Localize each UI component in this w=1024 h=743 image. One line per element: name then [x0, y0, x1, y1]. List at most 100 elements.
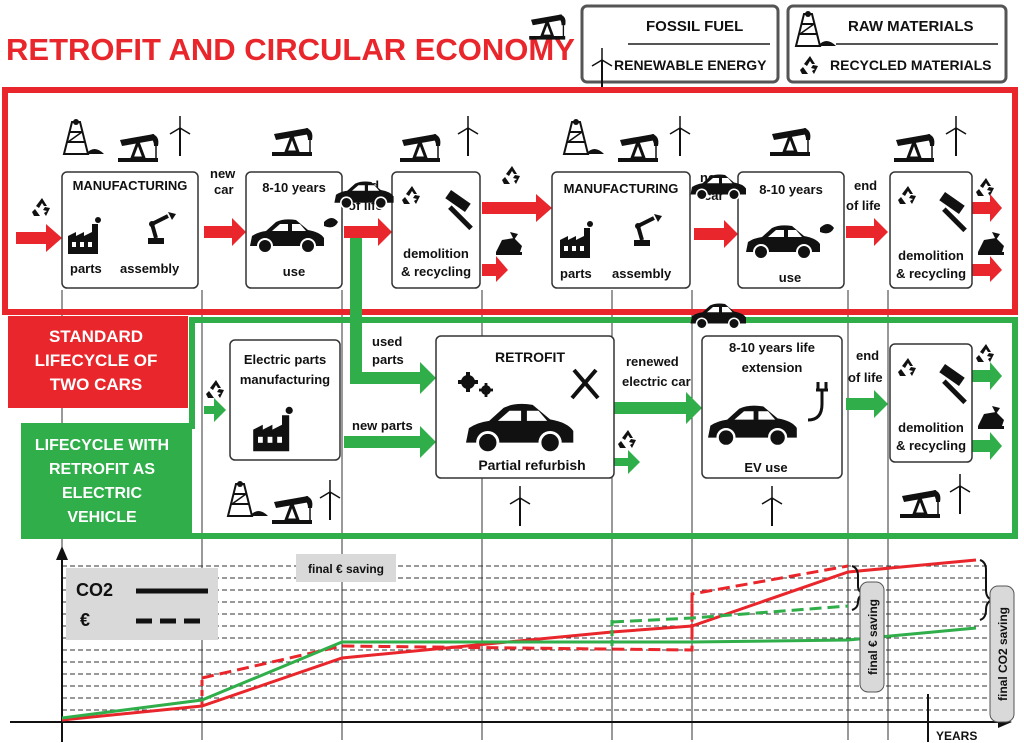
- renewable-energy-icon: [169, 115, 191, 157]
- retrofit-flow-arrows: [204, 238, 1002, 474]
- retrofit-label-line3: ELECTRIC: [62, 485, 142, 502]
- extension-line2: extension: [742, 360, 803, 375]
- recycled-materials-label: RECYCLED MATERIALS: [830, 57, 992, 73]
- car-icon: [689, 302, 747, 330]
- use-label: use: [283, 264, 305, 279]
- fossil-fuel-icon: [616, 132, 660, 164]
- renewable-energy-icon: [319, 479, 341, 521]
- years-axis-label: YEARS: [936, 729, 977, 743]
- final-euro-saving-label: final € saving: [866, 599, 880, 675]
- years-label: 8-10 years: [759, 182, 823, 197]
- fossil-fuel-icon: [898, 488, 942, 520]
- demolition-label-line2: & recycling: [896, 266, 966, 281]
- recycled-materials-icon: [976, 178, 994, 196]
- scrap-car-icon: [496, 232, 522, 255]
- use-label: use: [779, 270, 801, 285]
- new-parts-label: new parts: [352, 418, 413, 433]
- end-of-life-line2: of life: [846, 198, 881, 213]
- retrofit-euro-line: [611, 604, 849, 624]
- electric-parts-line1: Electric parts: [244, 352, 326, 367]
- tools-icon: [570, 368, 600, 400]
- assembly-label: assembly: [612, 266, 672, 281]
- recycled-materials-icon: [206, 380, 224, 398]
- exhaust-smoke-icon: [820, 224, 834, 234]
- demolition-label-line1: demolition: [898, 248, 964, 263]
- final-co2-saving-box: [989, 585, 1015, 723]
- co2-legend-label: CO2: [76, 580, 113, 600]
- plug-icon: [807, 382, 828, 422]
- ev-use-label: EV use: [744, 460, 787, 475]
- recycled-materials-icon: [32, 198, 50, 216]
- manufacturing-box: [61, 171, 199, 289]
- euro-legend-label: €: [80, 610, 90, 630]
- electric-parts-line2: manufacturing: [240, 372, 330, 387]
- exhaust-smoke-icon: [324, 218, 338, 228]
- raw-materials-icon: [63, 118, 105, 155]
- standard-label-line2: LIFECYCLE OF: [35, 351, 158, 370]
- retrofit-title: RETROFIT: [495, 349, 565, 365]
- retrofit-co2-line: [61, 626, 977, 720]
- renewable-energy-icon: [509, 485, 531, 527]
- renewable-energy-icon: [949, 473, 971, 515]
- demolition-label-line1: demolition: [403, 246, 469, 261]
- renewable-energy-icon: [761, 485, 783, 527]
- recycled-materials-icon: [976, 344, 994, 362]
- scrap-car-icon: [978, 406, 1004, 429]
- new-car-label-line1: new: [210, 166, 236, 181]
- end-of-life-line1: end: [856, 348, 879, 363]
- new-car-label-line2: car: [214, 182, 234, 197]
- retrofit-label-line1: LIFECYCLE WITH: [35, 437, 169, 454]
- assembly-label: assembly: [120, 261, 180, 276]
- partial-refurbish-label: Partial refurbish: [478, 457, 585, 473]
- manufacturing-label: MANUFACTURING: [73, 178, 188, 193]
- raw-materials-icon: [563, 118, 605, 155]
- fossil-fuel-label: FOSSIL FUEL: [646, 18, 743, 35]
- page-title: RETROFIT AND CIRCULAR ECONOMY: [6, 32, 575, 67]
- renewable-energy-icon: [945, 115, 967, 157]
- renewed-line2: electric car: [622, 374, 691, 389]
- standard-lifecycle-label-box: [8, 316, 188, 408]
- manufacturing-label: MANUFACTURING: [564, 181, 679, 196]
- parts-label: parts: [560, 266, 592, 281]
- end-of-life-line1: end: [854, 178, 877, 193]
- standard-euro-line: [201, 564, 849, 680]
- scrap-car-icon: [978, 232, 1004, 255]
- standard-flow-arrows: [16, 194, 1002, 282]
- retrofit-lifecycle-label-box: [24, 426, 192, 536]
- standard-label-line1: STANDARD: [49, 327, 143, 346]
- fossil-fuel-icon: [892, 132, 936, 164]
- used-parts-line1: used: [372, 334, 402, 349]
- recycled-materials-icon: [618, 430, 636, 448]
- recycled-materials-icon: [502, 166, 520, 184]
- fossil-fuel-icon: [270, 494, 314, 526]
- final-co2-saving-label: final CO2 saving: [996, 607, 1010, 701]
- fossil-fuel-icon: [116, 132, 160, 164]
- final-saving-box: [296, 554, 396, 582]
- manufacturing-box-2: [551, 171, 691, 289]
- fossil-fuel-icon: [398, 132, 442, 164]
- standard-lifecycle-frame: [2, 87, 1018, 315]
- ev-use-box: [701, 335, 843, 479]
- graph-legend-box: [66, 568, 218, 640]
- retrofit-label-line2: RETROFIT AS: [49, 461, 155, 478]
- years-label: 8-10 years: [262, 180, 326, 195]
- retrofit-label-line4: VEHICLE: [67, 509, 137, 526]
- demolition-label-line2: & recycling: [896, 438, 966, 453]
- used-parts-line2: parts: [372, 352, 404, 367]
- extension-line1: 8-10 years life: [729, 340, 815, 355]
- end-of-life-line2: of life: [848, 370, 883, 385]
- raw-materials-label: RAW MATERIALS: [848, 18, 974, 35]
- graph-area: YEARS CO2 € final € saving final € savin…: [10, 546, 1015, 743]
- standard-label-line3: TWO CARS: [50, 375, 143, 394]
- renewable-energy-icon: [669, 115, 691, 157]
- parts-label: parts: [70, 261, 102, 276]
- raw-materials-icon: [227, 480, 269, 517]
- fossil-fuel-icon: [270, 126, 314, 158]
- renewable-energy-label: RENEWABLE ENERGY: [614, 57, 767, 73]
- renewable-energy-icon: [457, 115, 479, 157]
- fossil-fuel-icon: [768, 126, 812, 158]
- renewed-line1: renewed: [626, 354, 679, 369]
- demolition-label-line1: demolition: [898, 420, 964, 435]
